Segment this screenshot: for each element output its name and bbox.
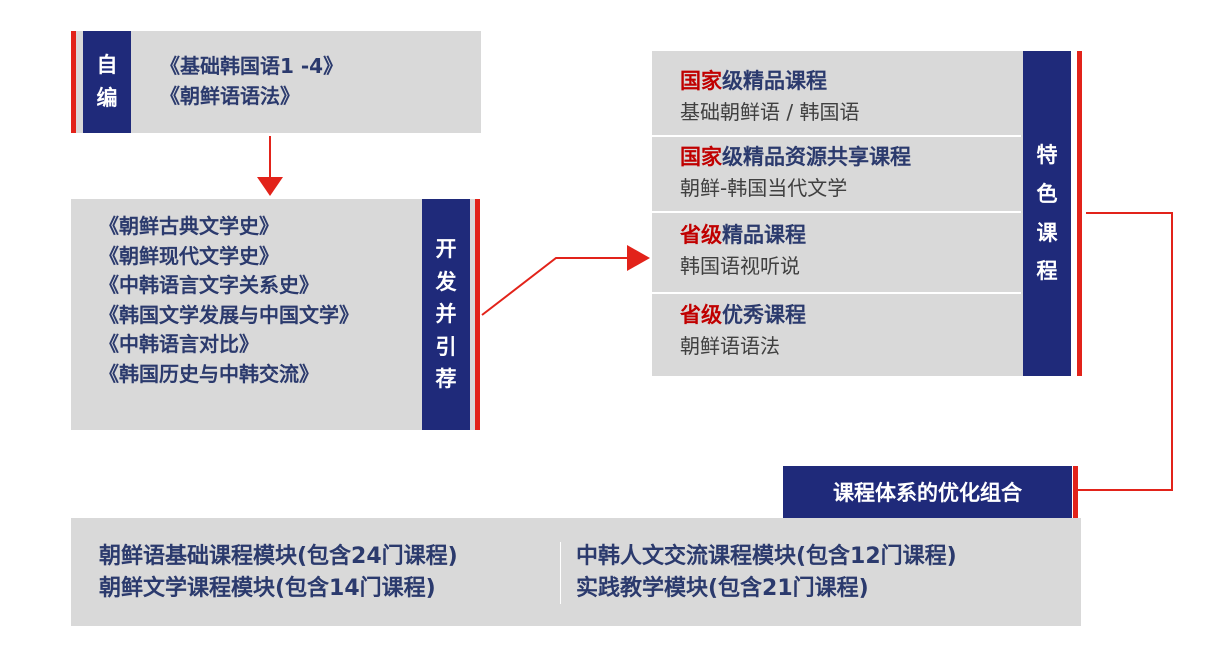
book-title: 《朝鲜现代文学史》	[99, 243, 279, 268]
book-title: 《韩国历史与中韩交流》	[99, 361, 319, 386]
course-level: 国家	[680, 145, 722, 169]
develop-label: 开 发 并 引 荐	[422, 199, 470, 430]
section-divider	[652, 292, 1021, 294]
module-item: 实践教学模块(包含21门课程)	[576, 576, 869, 601]
course-type: 优秀课程	[722, 303, 806, 327]
develop-red-bar	[475, 199, 480, 430]
module-item: 中韩人文交流课程模块(包含12门课程)	[576, 544, 957, 569]
modules-right-column: 中韩人文交流课程模块(包含12门课程) 实践教学模块(包含21门课程)	[576, 541, 957, 605]
featured-label-char: 特	[1036, 142, 1058, 167]
featured-section: 省级优秀课程 朝鲜语语法	[652, 299, 1021, 361]
course-name: 朝鲜-韩国当代文学	[680, 176, 848, 200]
section-divider	[652, 211, 1021, 213]
system-title: 课程体系的优化组合	[783, 466, 1072, 518]
book-title: 《朝鲜古典文学史》	[99, 214, 279, 238]
develop-label-char: 荐	[435, 367, 457, 392]
module-item: 朝鲜文学课程模块(包含14门课程)	[99, 576, 436, 601]
module-item: 朝鲜语基础课程模块(包含24门课程)	[99, 544, 458, 569]
self-red-bar	[71, 31, 76, 133]
develop-label-char: 发	[435, 269, 457, 294]
self-book-list: 《基础韩国语1 -4》 《朝鲜语语法》	[160, 52, 343, 111]
develop-label-char: 引	[435, 334, 457, 359]
featured-red-bar	[1077, 51, 1082, 376]
develop-book-list: 《朝鲜古典文学史》 《朝鲜现代文学史》 《中韩语言文字关系史》 《韩国文学发展与…	[99, 212, 359, 389]
section-divider	[652, 135, 1021, 137]
book-title: 《朝鲜语语法》	[160, 83, 300, 108]
course-level: 省级	[680, 303, 722, 327]
course-level: 省级	[680, 223, 722, 247]
arrow-right-head	[627, 245, 650, 271]
featured-label-char: 色	[1036, 181, 1058, 206]
featured-section: 省级精品课程 韩国语视听说	[652, 219, 1021, 281]
featured-section: 国家级精品资源共享课程 朝鲜-韩国当代文学	[652, 141, 1021, 203]
featured-label: 特 色 课 程	[1023, 51, 1071, 376]
arrow-right-line	[481, 257, 628, 316]
modules-left-column: 朝鲜语基础课程模块(包含24门课程) 朝鲜文学课程模块(包含14门课程)	[99, 541, 458, 605]
book-title: 《中韩语言对比》	[99, 332, 259, 356]
course-type: 级精品资源共享课程	[722, 145, 911, 169]
course-type: 精品课程	[722, 223, 806, 247]
self-compiled-box: 自 编 《基础韩国语1 -4》 《朝鲜语语法》	[76, 31, 481, 133]
bracket-connector	[1078, 212, 1173, 491]
book-title: 《中韩语言文字关系史》	[99, 273, 319, 297]
self-label-char: 自	[96, 53, 118, 78]
course-name: 朝鲜语语法	[680, 334, 780, 358]
modules-box: 朝鲜语基础课程模块(包含24门课程) 朝鲜文学课程模块(包含14门课程) 中韩人…	[71, 518, 1081, 626]
featured-label-char: 程	[1036, 259, 1058, 284]
course-level: 国家	[680, 69, 722, 93]
system-red-bar	[1073, 466, 1078, 518]
course-name: 基础朝鲜语 / 韩国语	[680, 100, 860, 124]
develop-label-char: 开	[435, 237, 457, 262]
self-compiled-label: 自 编	[83, 31, 131, 133]
featured-section: 国家级精品课程 基础朝鲜语 / 韩国语	[652, 65, 1021, 127]
develop-box: 《朝鲜古典文学史》 《朝鲜现代文学史》 《中韩语言文字关系史》 《韩国文学发展与…	[71, 199, 475, 430]
course-name: 韩国语视听说	[680, 254, 800, 278]
course-type: 级精品课程	[722, 69, 827, 93]
book-title: 《基础韩国语1 -4》	[160, 54, 344, 78]
featured-courses-box: 国家级精品课程 基础朝鲜语 / 韩国语 国家级精品资源共享课程 朝鲜-韩国当代文…	[652, 51, 1071, 376]
book-title: 《韩国文学发展与中国文学》	[99, 302, 359, 327]
self-label-char: 编	[96, 86, 118, 110]
arrow-down-head	[257, 177, 283, 196]
develop-label-char: 并	[435, 302, 457, 327]
modules-divider	[560, 542, 561, 604]
featured-label-char: 课	[1036, 220, 1058, 245]
